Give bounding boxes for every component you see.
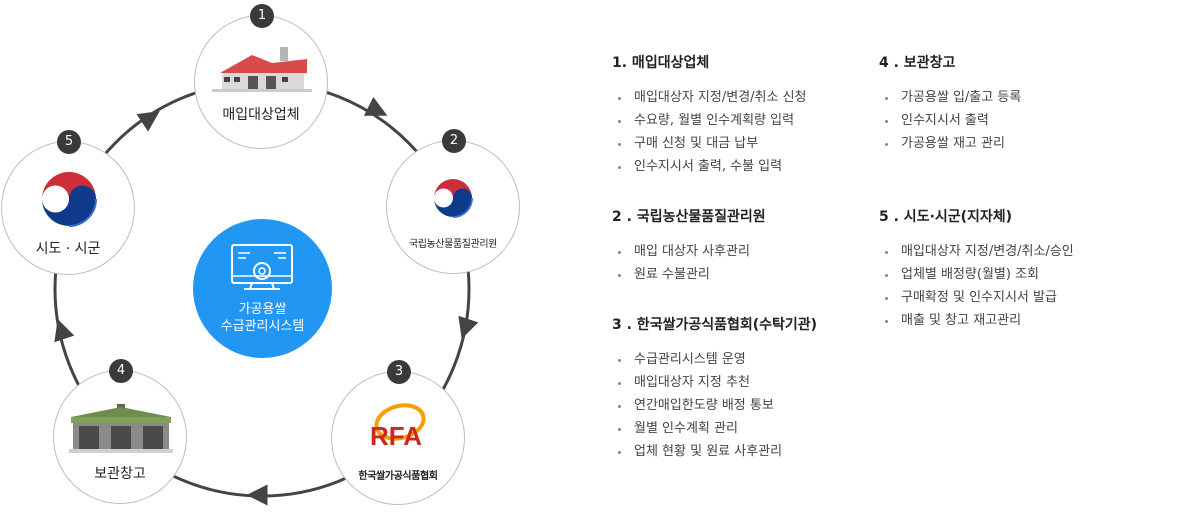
list-item: 구매확정 및 인수지시서 발급 [885,286,1074,309]
list-item: 원료 수불관리 [618,263,766,286]
list-item: 매입대상자 지정/변경/취소/승인 [885,240,1074,263]
section-rice-association: 3 . 한국쌀가공식품협회(수탁기관) 수급관리시스템 운영 매입대상자 지정 … [612,314,817,463]
section-title: 1. 매입대상업체 [612,55,710,71]
node-number: 5 [57,130,81,154]
section-warehouse: 4 . 보관창고 가공용쌀 입/출고 등록 인수지시서 출력 가공용쌀 재고 관… [879,52,1021,155]
factory-icon [212,47,312,92]
list-item: 가공용쌀 입/출고 등록 [885,86,1021,109]
government-emblem-icon [42,172,97,227]
arrow-1-2 [363,96,388,116]
list-item: 매입대상자 지정 추천 [618,371,817,394]
center-title-line1: 가공용쌀 [238,302,287,317]
list-item: 매입대상자 지정/변경/취소 신청 [618,86,807,109]
section-list: 수급관리시스템 운영 매입대상자 지정 추천 연간매입한도량 배정 통보 월별 … [618,348,817,463]
node-number: 1 [250,4,274,28]
government-emblem-icon [434,179,473,218]
node-naqs: 2 국립농산물품질관리원 [386,129,520,274]
list-item: 수급관리시스템 운영 [618,348,817,371]
center-system: 가공용쌀 수급관리시스템 [193,219,332,358]
section-local-government: 5 . 시도·시군(지자체) 매입대상자 지정/변경/취소/승인 업체별 배정량… [879,206,1074,332]
section-title: 4 . 보관창고 [879,55,956,71]
node-number: 3 [387,360,411,384]
node-label: 국립농산물품질관리원 [408,239,497,250]
node-label: 한국쌀가공식품협회 [358,471,438,482]
arrow-2-3 [458,315,479,339]
section-title: 2 . 국립농산물품질관리원 [612,209,766,225]
section-naqs: 2 . 국립농산물품질관리원 매입 대상자 사후관리 원료 수불관리 [612,206,766,286]
list-item: 매입 대상자 사후관리 [618,240,766,263]
list-item: 수요량, 월별 인수계획량 입력 [618,109,807,132]
arrow-4-5 [54,319,75,343]
rfa-logo-icon: RFA [370,403,426,451]
node-rice-association: 3 RFA 한국쌀가공식품협회 [331,360,465,505]
list-item: 가공용쌀 재고 관리 [885,132,1021,155]
node-warehouse: 4 보관창고 [53,359,187,504]
arrow-5-1 [136,111,160,132]
section-list: 가공용쌀 입/출고 등록 인수지시서 출력 가공용쌀 재고 관리 [885,86,1021,155]
warehouse-icon [69,404,173,453]
list-item: 인수지시서 출력, 수불 입력 [618,155,807,178]
list-item: 월별 인수계획 관리 [618,417,817,440]
list-item: 인수지시서 출력 [885,109,1021,132]
node-local-government: 5 시도 · 시군 [1,130,135,275]
section-list: 매입 대상자 사후관리 원료 수불관리 [618,240,766,286]
rfa-logo-text: RFA [370,421,422,451]
list-item: 업체 현황 및 원료 사후관리 [618,440,817,463]
list-item: 매출 및 창고 재고관리 [885,309,1074,332]
process-diagram: 1 매입대상업체 2 국립농산물품질관리원 3 RFA 한국쌀가공 [1,4,520,506]
section-list: 매입대상자 지정/변경/취소/승인 업체별 배정량(월별) 조회 구매확정 및 … [885,240,1074,332]
list-item: 연간매입한도량 배정 통보 [618,394,817,417]
section-list: 매입대상자 지정/변경/취소 신청 수요량, 월별 인수계획량 입력 구매 신청… [618,86,807,178]
list-item: 업체별 배정량(월별) 조회 [885,263,1074,286]
center-title-line2: 수급관리시스템 [220,319,305,334]
node-label: 매입대상업체 [222,107,300,123]
section-purchaser: 1. 매입대상업체 매입대상자 지정/변경/취소 신청 수요량, 월별 인수계획… [612,52,807,178]
node-label: 보관창고 [94,466,146,482]
monitor-gear-icon [231,244,293,290]
section-title: 3 . 한국쌀가공식품협회(수탁기관) [612,317,818,333]
node-number: 2 [442,129,466,153]
node-label: 시도 · 시군 [35,241,101,257]
section-title: 5 . 시도·시군(지자체) [879,209,1013,225]
node-purchaser: 1 매입대상업체 [194,4,328,149]
node-number: 4 [109,359,133,383]
list-item: 구매 신청 및 대금 납부 [618,132,807,155]
